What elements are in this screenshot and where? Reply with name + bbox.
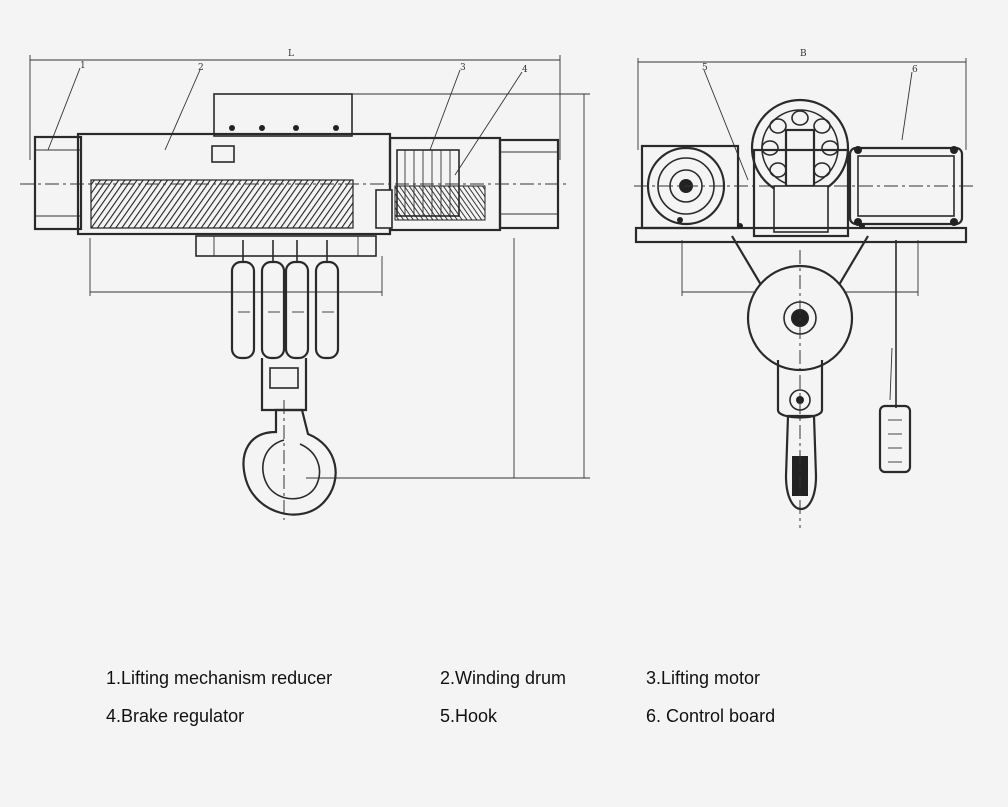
side-motor-box (848, 146, 964, 226)
control-board (878, 404, 912, 474)
callout-5: 5 (702, 63, 708, 73)
reducer-end-left (33, 135, 83, 231)
legend-item-2: 2.Winding drum (440, 668, 567, 688)
side-frame (752, 148, 850, 238)
legend-item-4: 4.Brake regulator (106, 706, 245, 726)
dimension-length: L (29, 49, 561, 160)
side-hook (784, 414, 818, 510)
front-view: L 1 2 3 4 (20, 49, 590, 520)
pulley-block (230, 240, 340, 360)
callout-1: 1 (80, 61, 86, 71)
brake-coil (394, 185, 486, 221)
length-label: L (288, 49, 294, 59)
callout-2: 2 (198, 63, 204, 73)
callout-4: 4 (522, 65, 528, 75)
side-base-rail (634, 226, 968, 244)
width-label: B (800, 49, 807, 59)
callout-6: 6 (912, 65, 918, 75)
callout-3: 3 (460, 63, 466, 73)
nameplate (211, 145, 235, 163)
side-hook-shank (776, 360, 824, 419)
front-callouts: 1 2 3 4 (47, 61, 528, 176)
coupling (375, 189, 393, 229)
side-view: B 5 6 (634, 49, 974, 528)
legend-item-1: 1.Lifting mechanism reducer (106, 668, 333, 688)
legend-item-5: 5.Hook (440, 706, 498, 726)
hook (242, 408, 337, 516)
cover-bolts (229, 125, 339, 131)
legend-item-6: 6. Control board (646, 706, 776, 726)
legend-item-3: 3.Lifting motor (646, 668, 761, 688)
hook-bracket (195, 235, 377, 257)
dimension-width: B (637, 49, 967, 150)
top-cover (213, 93, 353, 137)
winding-drum-rope (90, 179, 354, 229)
